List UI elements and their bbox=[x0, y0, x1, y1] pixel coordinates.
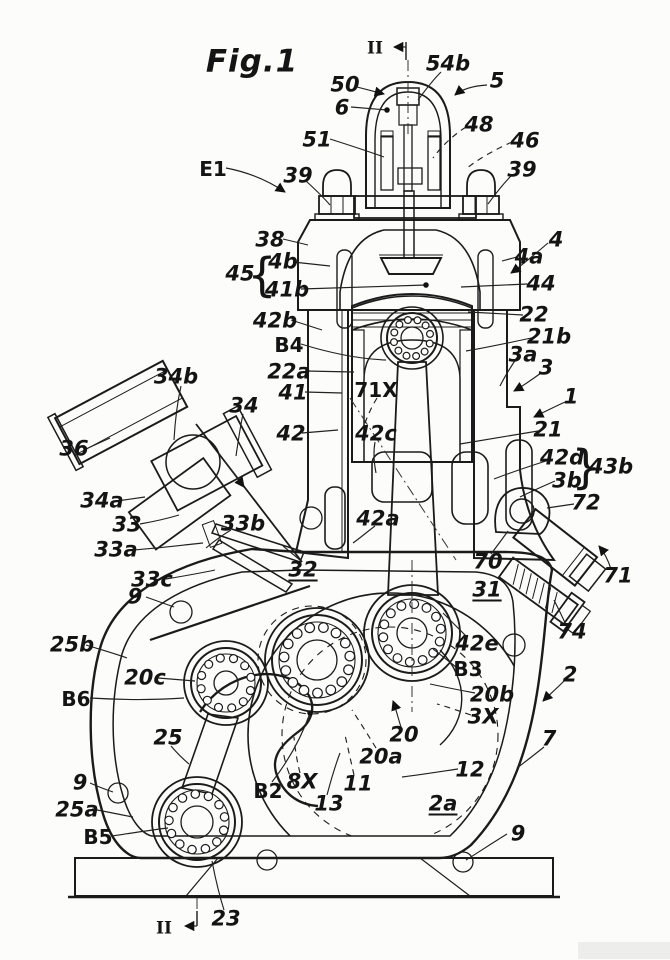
bracket-bolt bbox=[509, 498, 535, 524]
needle-stem bbox=[403, 124, 413, 192]
intake-pipe bbox=[46, 359, 189, 472]
crank-webs bbox=[149, 584, 515, 836]
balancer-link bbox=[180, 713, 240, 795]
cylinder-block bbox=[294, 309, 556, 562]
venturi-bore bbox=[165, 434, 221, 490]
watermark bbox=[578, 942, 670, 959]
cap-nut-right bbox=[458, 169, 504, 221]
float-right bbox=[427, 135, 441, 191]
balancer-upper-bearing bbox=[183, 640, 269, 726]
sensor-body bbox=[511, 507, 599, 587]
pulser-assembly bbox=[494, 487, 607, 635]
float-chamber-dome bbox=[353, 80, 477, 219]
balancer-lower-bearing bbox=[151, 776, 243, 868]
reed-valve bbox=[201, 520, 305, 593]
flow-arrow bbox=[225, 462, 245, 488]
manifold-flange bbox=[127, 456, 232, 551]
intake-valve bbox=[379, 190, 443, 275]
spring-bolt bbox=[497, 556, 580, 626]
reed-bolt bbox=[201, 520, 223, 548]
piston bbox=[351, 293, 473, 463]
cylinder-head bbox=[297, 219, 521, 329]
case-bolts bbox=[107, 506, 526, 873]
piston-pin-bearing bbox=[380, 306, 444, 370]
float-left bbox=[380, 135, 394, 191]
assembly-arrow-E1 bbox=[225, 167, 286, 193]
valve-seat bbox=[397, 167, 423, 185]
leader-lines bbox=[85, 71, 612, 911]
cap-nut-left bbox=[314, 169, 360, 221]
crank-main-bearing bbox=[264, 607, 370, 713]
connecting-rod bbox=[387, 361, 439, 596]
intake-tract-line bbox=[195, 423, 303, 563]
mounting-base bbox=[68, 857, 560, 899]
connector bbox=[568, 553, 607, 593]
section-marker-top bbox=[392, 41, 407, 60]
section-marker-bottom bbox=[183, 898, 198, 932]
